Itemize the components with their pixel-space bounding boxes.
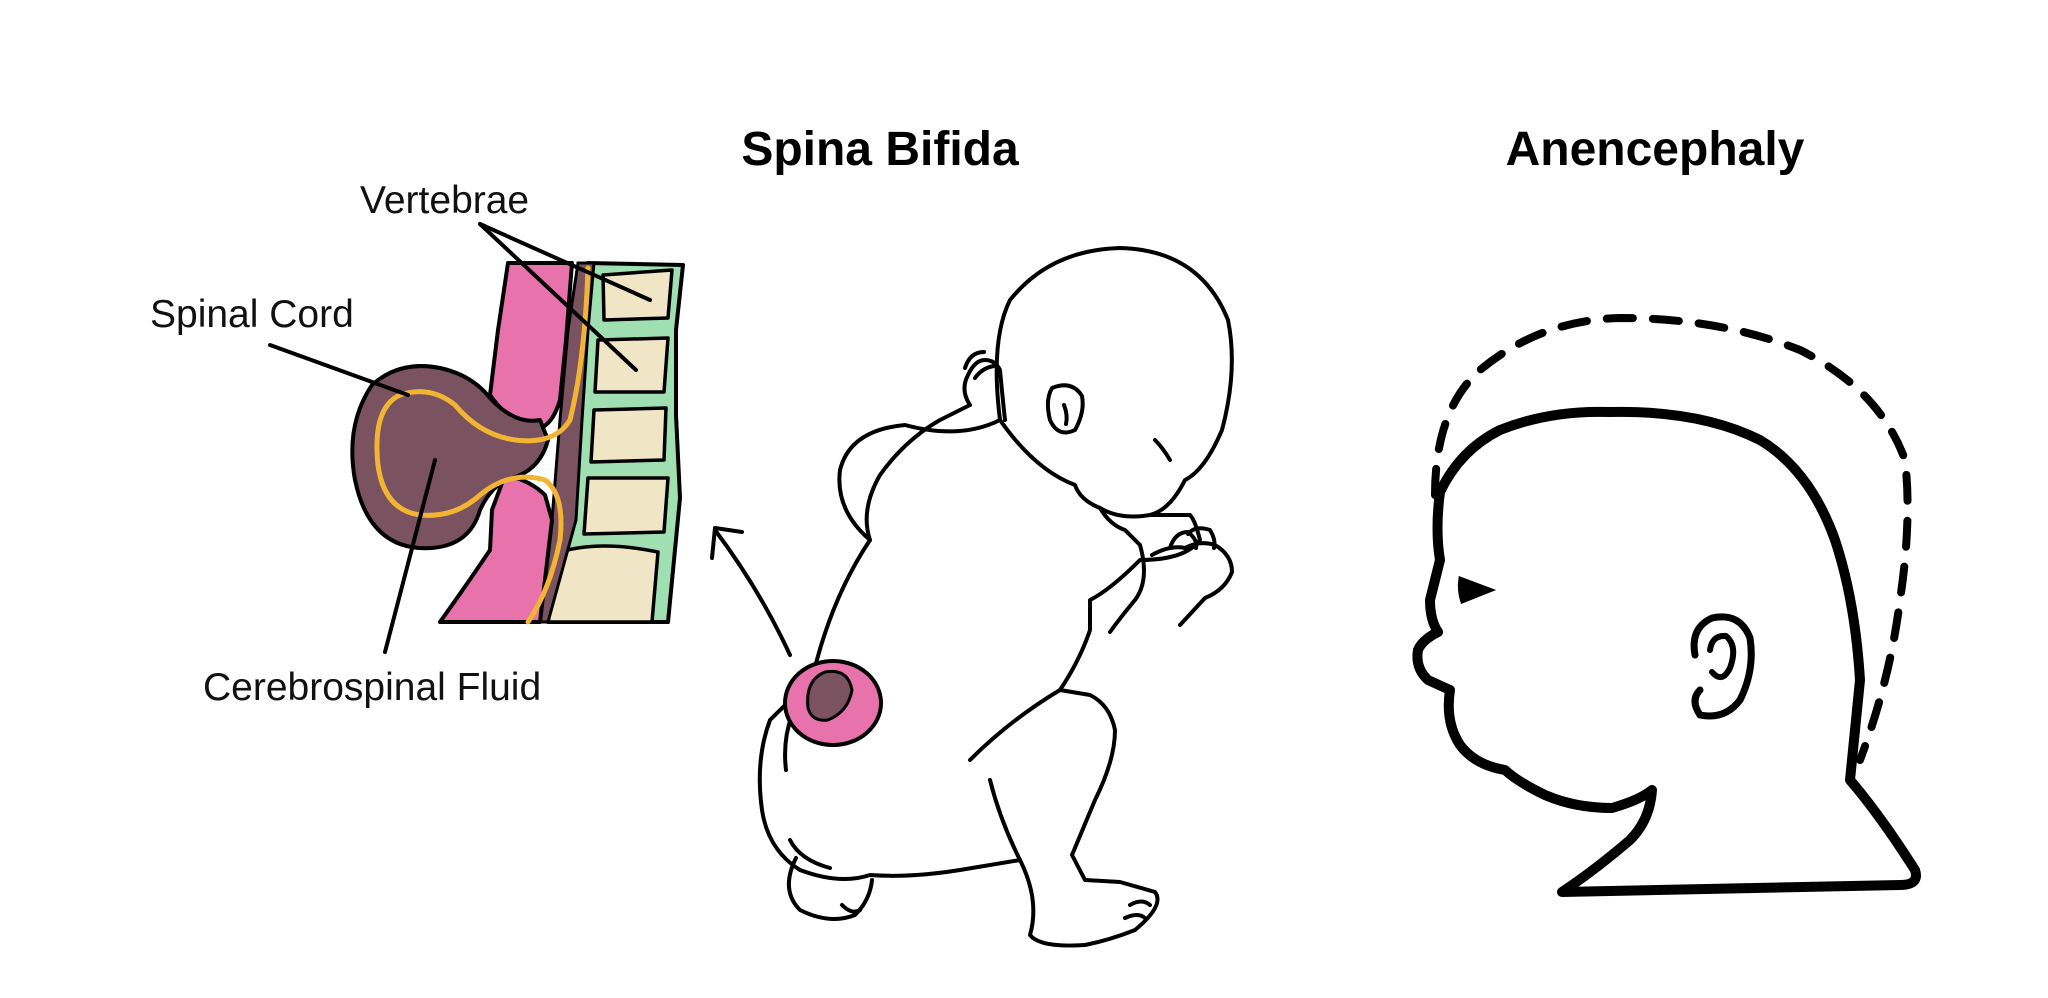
vertebrae-leader-lower <box>478 222 638 372</box>
label-vertebrae: Vertebrae <box>360 179 529 222</box>
label-cerebrospinal-fluid: Cerebrospinal Fluid <box>203 666 541 709</box>
spinal-cord <box>374 265 591 625</box>
head-profile <box>1412 406 1921 897</box>
spine-cross-section <box>350 261 685 625</box>
inset-arrow <box>710 526 792 657</box>
label-spinal-cord: Spinal Cord <box>150 293 354 336</box>
spina-bifida-lesion <box>783 659 883 747</box>
leader-lines <box>268 222 652 654</box>
missing-skull-outline <box>1431 313 1912 764</box>
anencephaly-illustration <box>1412 313 1921 897</box>
eye-icon <box>1457 575 1497 604</box>
vertebrae-leader-upper <box>478 222 652 302</box>
title-anencephaly: Anencephaly <box>1506 123 1805 176</box>
fetus-head <box>994 246 1234 519</box>
title-spina-bifida: Spina Bifida <box>741 123 1019 176</box>
fetus-illustration <box>757 246 1234 948</box>
csf-sac <box>350 364 550 551</box>
spinal-cord-leader <box>268 343 410 397</box>
csf-leader <box>383 458 437 654</box>
